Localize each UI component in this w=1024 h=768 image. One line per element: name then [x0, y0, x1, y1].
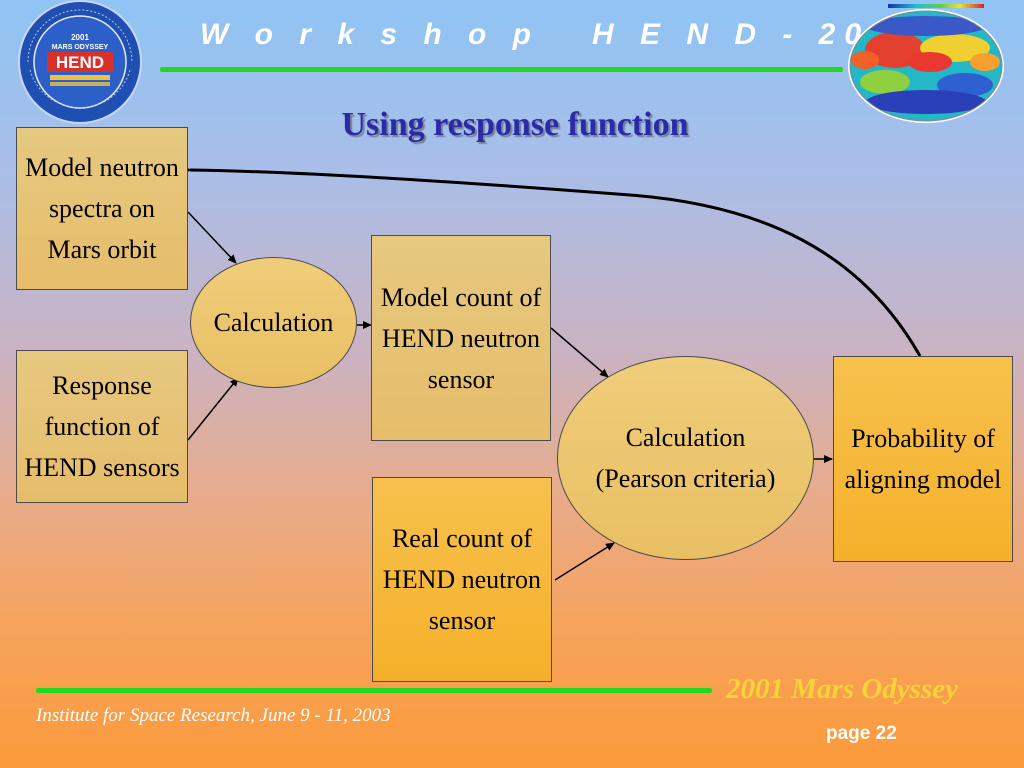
footer-divider: [36, 688, 712, 693]
edge-spectra-to-calc1: [187, 211, 237, 264]
header-divider: [160, 67, 843, 72]
edge-response-to-calc1: [187, 377, 239, 441]
header-title: W o r k s h o p H E N D - 2003: [200, 18, 922, 51]
node-calculation-2: Calculation (Pearson criteria): [557, 356, 814, 560]
node-model-count: Model count of HEND neutron sensor: [371, 235, 551, 441]
edge-modelcount-to-calc2: [550, 327, 609, 378]
node-real-count: Real count of HEND neutron sensor: [372, 477, 552, 682]
footer-institute: Institute for Space Research, June 9 - 1…: [36, 705, 391, 726]
hend-logo-emblem: 2001 MARS ODYSSEY HEND: [18, 0, 142, 124]
node-calculation-1: Calculation: [190, 257, 357, 388]
edge-realcount-to-calc2: [554, 542, 615, 581]
node-probability: Probability of aligning model: [833, 356, 1013, 562]
page-title: Using response function: [341, 106, 689, 143]
footer-mission: 2001 Mars Odyssey: [726, 673, 958, 705]
logo-year: 2001: [71, 33, 89, 42]
logo-name: HEND: [56, 53, 104, 72]
page-number: page 22: [826, 723, 897, 744]
logo-mission: MARS ODYSSEY: [52, 44, 109, 51]
node-model-spectra: Model neutron spectra on Mars orbit: [16, 127, 188, 290]
node-response-function: Response function of HEND sensors: [16, 350, 188, 503]
